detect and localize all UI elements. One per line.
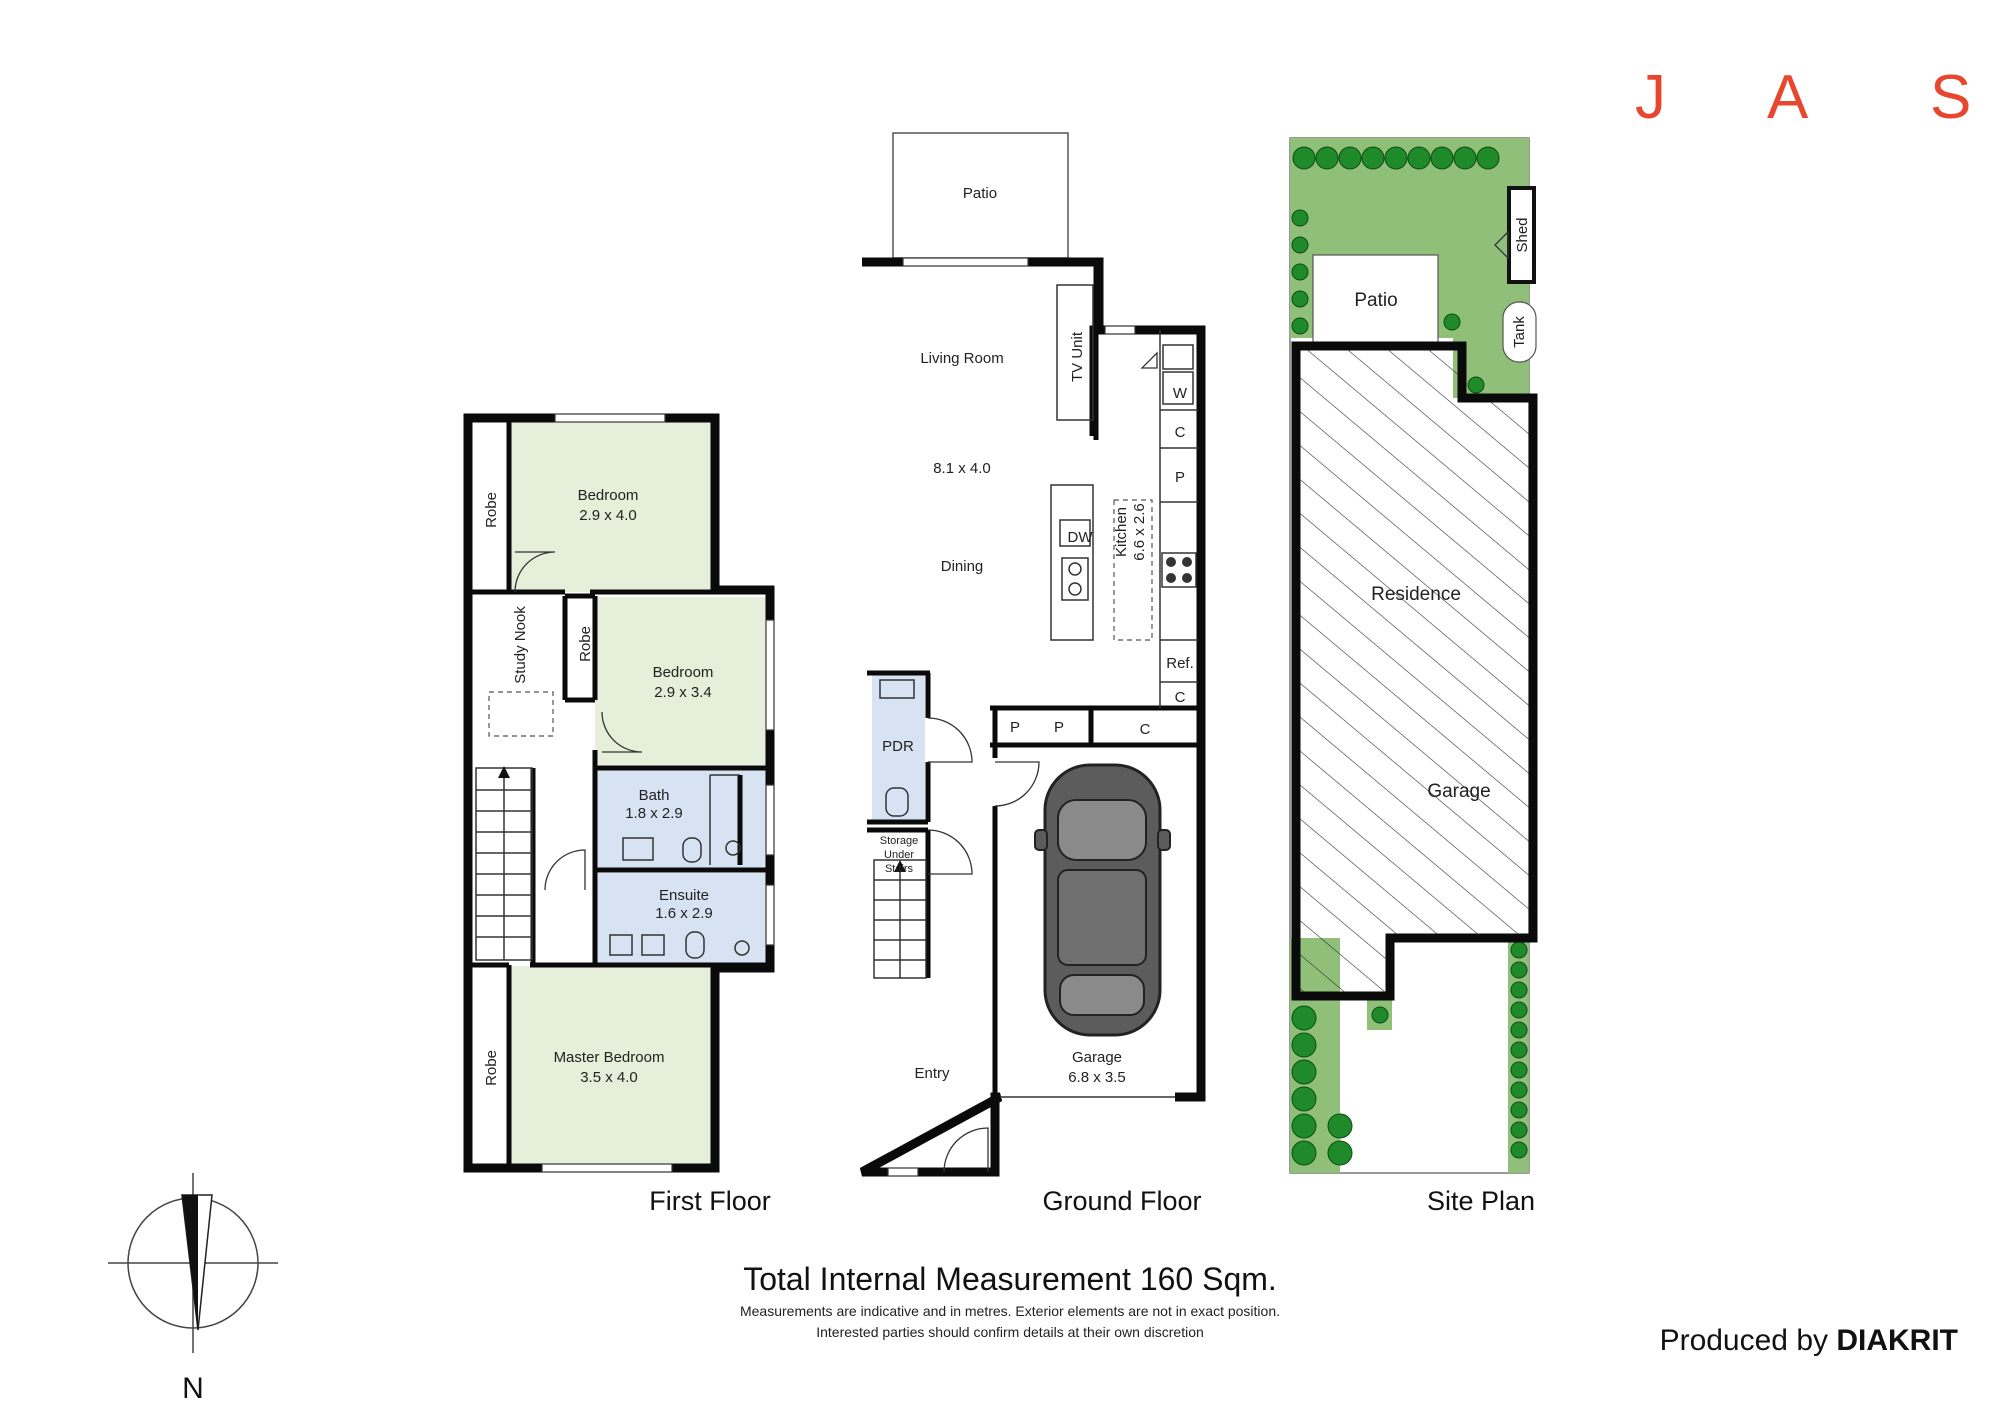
bedroom2-size: 2.9 x 3.4 (654, 684, 712, 701)
tree-row-bottom (1291, 941, 1528, 1166)
car-icon (1034, 763, 1171, 1037)
dining-label: Dining (941, 558, 984, 575)
water-tank (1502, 301, 1537, 363)
cupboard-label-1: C (1175, 424, 1186, 441)
master-bedroom-label: Master Bedroom (554, 1049, 665, 1066)
first-floor-title: First Floor (649, 1186, 771, 1216)
producer-credit-name: DIAKRIT (1836, 1324, 1958, 1357)
storage-label-line3: Stairs (885, 863, 914, 875)
disclaimer-line-1: Measurements are indicative and in metre… (740, 1303, 1280, 1319)
ground-patio (892, 132, 1069, 259)
logo-letter-a: A (1767, 63, 1809, 132)
site-garage-label: Garage (1427, 781, 1490, 802)
ground-floor-stairs (873, 859, 927, 979)
shed-label: Shed (1514, 217, 1531, 252)
site-patio-label: Patio (1354, 290, 1397, 311)
tank-label: Tank (1511, 316, 1528, 348)
dishwasher-label: DW (1068, 529, 1094, 546)
pantry-label-2: P (1010, 719, 1020, 736)
producer-credit: Produced by DIAKRIT (1660, 1324, 1958, 1357)
living-room-label: Living Room (920, 350, 1003, 367)
ensuite-fill (594, 873, 767, 965)
ensuite-label: Ensuite (659, 887, 709, 904)
master-bedroom-size: 3.5 x 4.0 (580, 1069, 638, 1086)
bedroom1-fill (509, 422, 711, 592)
first-floor-plan: Bedroom 2.9 x 4.0 Bedroom 2.9 x 3.4 Bath… (463, 413, 775, 1216)
kitchen-label: Kitchen (1113, 507, 1130, 557)
master-bedroom-fill (509, 966, 711, 1164)
total-measurement-headline: Total Internal Measurement 160 Sqm. (743, 1261, 1277, 1297)
pantry-label-3: P (1054, 719, 1064, 736)
logo-letter-j: J (1635, 63, 1666, 132)
disclaimer-line-2: Interested parties should confirm detail… (816, 1324, 1204, 1340)
entry-label: Entry (914, 1065, 950, 1082)
shed (1507, 186, 1536, 284)
storage-label-line2: Under (884, 849, 914, 861)
ground-patio-label: Patio (963, 185, 997, 202)
robe-label-2: Robe (577, 626, 594, 662)
ground-floor-title: Ground Floor (1042, 1186, 1201, 1216)
pdr-fill (872, 675, 925, 820)
storage-label-line1: Storage (880, 835, 919, 847)
tree-row-top (1291, 146, 1500, 394)
robe-label-3: Robe (483, 1050, 500, 1086)
pdr-label: PDR (882, 738, 914, 755)
producer-credit-prefix: Produced by (1660, 1324, 1837, 1357)
logo-letter-s: S (1930, 63, 1971, 132)
kitchen-size-label: 6.6 x 2.6 (1131, 503, 1148, 561)
tv-unit-label: TV Unit (1069, 331, 1086, 382)
bath-label: Bath (639, 787, 670, 804)
robe-label-1: Robe (483, 492, 500, 528)
first-floor-stairs (475, 766, 533, 961)
bath-size: 1.8 x 2.9 (625, 805, 683, 822)
site-patio (1312, 254, 1439, 346)
living-size-label: 8.1 x 4.0 (933, 460, 991, 477)
compass-north-label: N (182, 1372, 204, 1405)
bedroom2-label: Bedroom (653, 664, 714, 681)
bedroom2-fill (595, 597, 767, 765)
bedroom1-label: Bedroom (578, 487, 639, 504)
garage-label: Garage (1072, 1049, 1122, 1066)
residence-footprint (1291, 341, 1538, 1001)
site-plan: Patio Shed Tank Residence Garage Site Pl… (1289, 137, 1538, 1216)
ensuite-size: 1.6 x 2.9 (655, 905, 713, 922)
fridge-label: Ref. (1166, 655, 1194, 672)
north-compass-icon: N (108, 1173, 278, 1405)
washer-label: W (1173, 385, 1188, 402)
site-plan-title: Site Plan (1427, 1186, 1535, 1216)
bedroom1-size: 2.9 x 4.0 (579, 507, 637, 524)
brand-logo: J A S (1635, 63, 1971, 132)
ground-floor-plan: Patio (859, 132, 1206, 1216)
cupboard-label-2: C (1175, 689, 1186, 706)
residence-label: Residence (1371, 584, 1461, 605)
pantry-label-1: P (1175, 469, 1185, 486)
garage-size: 6.8 x 3.5 (1068, 1069, 1126, 1086)
study-nook-label: Study Nook (512, 606, 529, 684)
cupboard-label-3: C (1140, 721, 1151, 738)
